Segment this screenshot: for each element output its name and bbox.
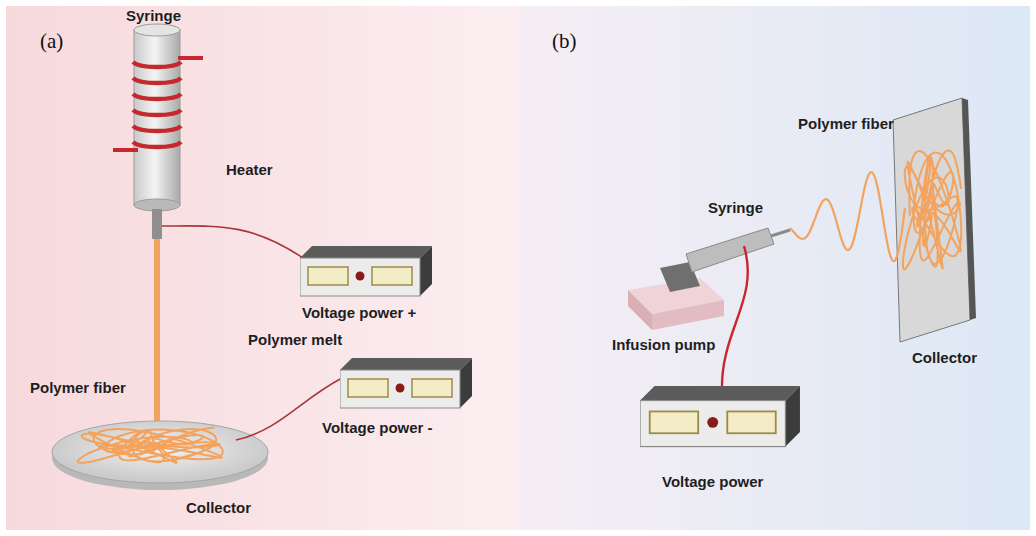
part-label: Voltage power <box>662 474 763 491</box>
part-label: Heater <box>226 162 273 179</box>
panel-b-ground <box>518 6 1030 530</box>
fiber-tangle <box>77 427 222 463</box>
coil-turn <box>133 126 181 131</box>
needle <box>771 230 790 236</box>
pump-side <box>628 290 652 330</box>
wire <box>162 226 303 258</box>
panel-letter: (b) <box>552 30 577 53</box>
syringe-top <box>134 24 180 36</box>
syringe-body <box>686 228 774 272</box>
heater-coil <box>133 62 181 147</box>
pump-front <box>652 300 724 330</box>
panel-a-ground <box>6 6 518 530</box>
needle <box>152 209 162 239</box>
voltage-supply <box>640 386 800 447</box>
part-label: Polymer melt <box>248 332 342 349</box>
collector-plate <box>52 421 268 483</box>
part-label: Syringe <box>708 200 763 217</box>
melt-setup <box>52 24 472 490</box>
collector-plate <box>893 98 970 342</box>
voltage-supply <box>300 246 432 296</box>
part-label: Collector <box>912 350 977 367</box>
part-label: Voltage power + <box>302 305 416 322</box>
solution-setup <box>628 98 976 447</box>
heater-lead <box>113 148 138 152</box>
part-label: Polymer fiber <box>798 116 894 133</box>
collector-edge <box>962 98 976 320</box>
fiber-path <box>903 151 961 270</box>
polymer-melt-jet <box>154 239 160 431</box>
coil-turn <box>133 94 181 99</box>
wire <box>722 246 748 392</box>
fiber-path <box>77 427 222 463</box>
voltage-supply <box>340 358 472 408</box>
part-label: Infusion pump <box>612 337 715 354</box>
part-label: Syringe <box>126 8 181 25</box>
part-label: Voltage power - <box>322 420 433 437</box>
part-label: Polymer fiber <box>30 380 126 397</box>
fiber-tangle <box>903 151 961 270</box>
syringe-body <box>134 30 180 205</box>
part-label: Collector <box>186 500 251 517</box>
coil-turn <box>133 78 181 83</box>
panel-letter: (a) <box>40 30 63 53</box>
coil-turn <box>133 62 181 67</box>
polymer-fiber-jet <box>790 172 905 261</box>
coil-turn <box>133 110 181 115</box>
fiber-path <box>790 172 905 261</box>
heater-lead <box>178 56 203 60</box>
coil-turn <box>133 142 181 147</box>
